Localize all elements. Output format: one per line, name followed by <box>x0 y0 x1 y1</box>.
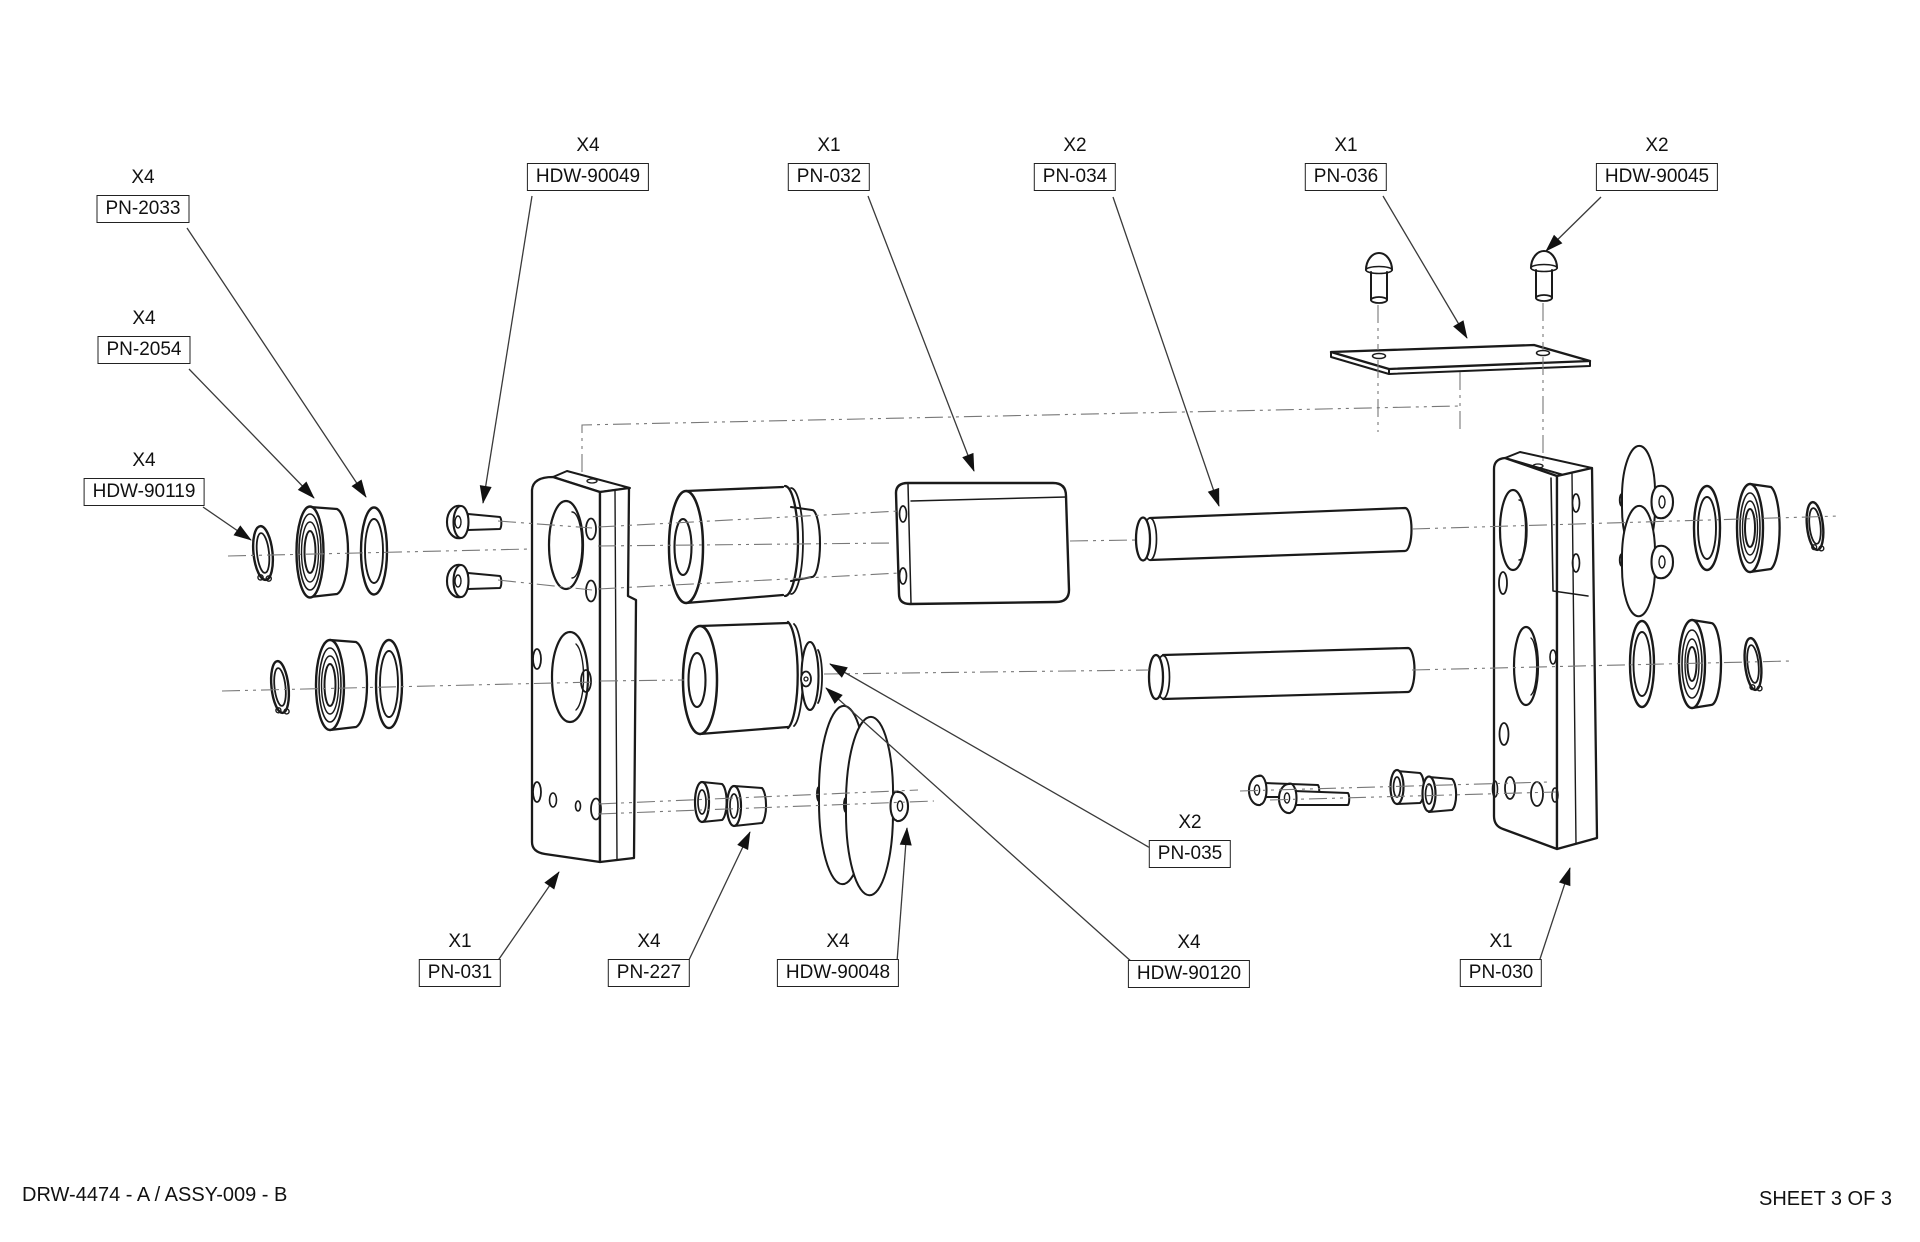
callout-part-number: HDW-90120 <box>1127 960 1251 988</box>
pan-head-screw <box>843 715 910 897</box>
callout-part-number: HDW-90119 <box>83 478 205 506</box>
spacer <box>1421 775 1458 814</box>
callout-qty: X2 <box>1178 812 1202 833</box>
retaining-ring <box>1805 500 1825 552</box>
washer <box>359 506 389 596</box>
callout-part-number: PN-032 <box>787 163 871 191</box>
spacer <box>693 780 728 824</box>
callout-hdw-90120: X4 HDW-90120 <box>1127 932 1251 988</box>
retaining-ring <box>269 659 291 715</box>
callout-qty: X2 <box>1645 135 1669 156</box>
button-head-screw <box>1364 251 1394 304</box>
spacer <box>1389 768 1426 806</box>
button-head-screw <box>445 504 503 540</box>
callout-qty: X4 <box>576 135 600 156</box>
callout-pn-2054: X4 PN-2054 <box>97 308 191 364</box>
bearing <box>314 638 369 732</box>
callout-qty: X2 <box>1063 135 1087 156</box>
washer <box>374 638 404 730</box>
callout-qty: X4 <box>132 450 156 471</box>
button-head-screw <box>1529 249 1559 302</box>
callout-qty: X4 <box>826 931 850 952</box>
callout-hdw-90048: X4 HDW-90048 <box>776 931 900 987</box>
callout-part-number: HDW-90049 <box>526 163 650 191</box>
bearing <box>1677 618 1723 710</box>
callout-qty: X4 <box>637 931 661 952</box>
callout-part-number: PN-227 <box>607 959 691 987</box>
callout-part-number: PN-035 <box>1148 840 1232 868</box>
callout-qty: X1 <box>1489 931 1513 952</box>
callout-part-number: PN-2054 <box>97 336 191 364</box>
spacer <box>725 784 768 828</box>
button-head-screw <box>1618 504 1675 618</box>
retaining-ring <box>251 524 275 582</box>
callout-pn-034: X2 PN-034 <box>1033 135 1117 191</box>
callout-hdw-90119: X4 HDW-90119 <box>83 450 205 506</box>
left-plate <box>530 470 638 864</box>
idler-block <box>894 481 1071 606</box>
center-lines <box>221 303 1841 815</box>
motor <box>681 620 823 736</box>
callout-hdw-90045: X2 HDW-90045 <box>1595 135 1719 191</box>
shaft <box>1134 506 1413 562</box>
callout-pn-036: X1 PN-036 <box>1304 135 1388 191</box>
bearing <box>1735 482 1781 574</box>
pan-head-screw <box>1277 782 1351 815</box>
motor-shaft-screw <box>800 670 812 688</box>
callout-qty: X1 <box>1334 135 1358 156</box>
retaining-ring <box>1743 636 1763 692</box>
callout-pn-032: X1 PN-032 <box>787 135 871 191</box>
bearing <box>295 505 350 599</box>
callout-part-number: PN-034 <box>1033 163 1117 191</box>
callout-part-number: HDW-90045 <box>1595 163 1719 191</box>
shaft <box>1147 646 1416 701</box>
callout-pn-030: X1 PN-030 <box>1459 931 1543 987</box>
callout-part-number: PN-2033 <box>96 195 190 223</box>
callout-qty: X4 <box>131 167 155 188</box>
button-head-screw <box>445 563 503 599</box>
callout-qty: X1 <box>448 931 472 952</box>
callout-pn-227: X4 PN-227 <box>607 931 691 987</box>
callout-part-number: PN-030 <box>1459 959 1543 987</box>
washer <box>1692 484 1722 572</box>
cover-plate <box>1329 343 1592 375</box>
right-plate <box>1491 451 1599 851</box>
pulley <box>667 484 822 605</box>
callout-part-number: PN-031 <box>418 959 502 987</box>
callout-part-number: HDW-90048 <box>776 959 900 987</box>
leader-lines <box>186 195 1602 964</box>
callout-part-number: PN-036 <box>1304 163 1388 191</box>
callout-pn-031: X1 PN-031 <box>418 931 502 987</box>
callout-pn-035: X2 PN-035 <box>1148 812 1232 868</box>
title-block-drawing-number: DRW-4474 - A / ASSY-009 - B <box>22 1184 288 1206</box>
callout-qty: X4 <box>132 308 156 329</box>
callout-pn-2033: X4 PN-2033 <box>96 167 190 223</box>
callout-hdw-90049: X4 HDW-90049 <box>526 135 650 191</box>
sheet-number: SHEET 3 OF 3 <box>1758 1188 1892 1210</box>
callout-qty: X4 <box>1177 932 1201 953</box>
callout-qty: X1 <box>817 135 841 156</box>
